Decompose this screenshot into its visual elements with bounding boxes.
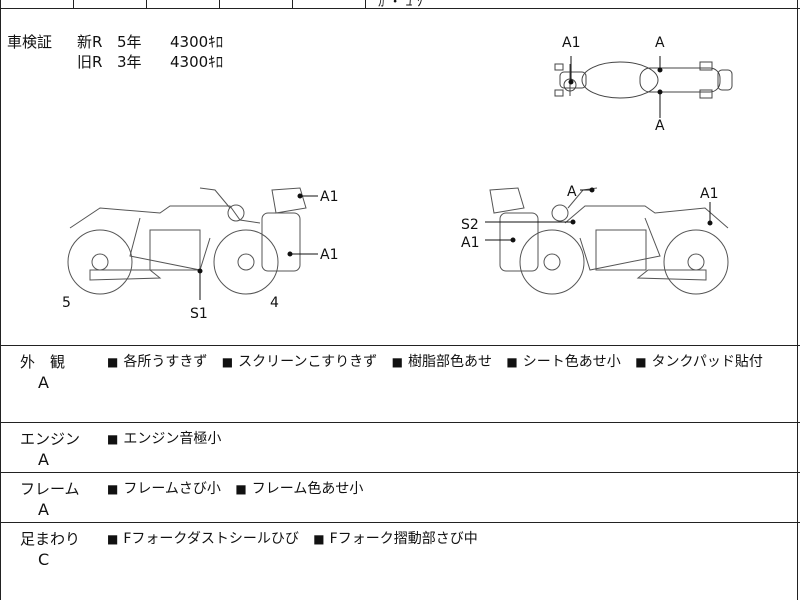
bullet-square-icon: ■ [107,432,119,446]
cert-type: 新R [77,33,103,51]
bullet-square-icon: ■ [391,355,403,369]
strip-cell [219,0,293,8]
section-items: ■ エンジン音極小 [107,428,231,448]
strip-cell [73,0,147,8]
motorcycle-diagram: A1 A A A1 A1 5 4 S1 [62,35,733,322]
bullet-square-icon: ■ [221,355,234,369]
left-side-motorcycle-icon [67,187,307,295]
left-4-label: 4 [270,295,279,311]
left-s1-label: S1 [190,306,208,322]
left-view-leaders [197,193,318,300]
strip-cell [292,0,366,8]
list-item: フレームさび小 [123,481,221,497]
section-grade: C [38,550,50,569]
list-item: タンクパッド貼付 [651,354,763,370]
list-item: 樹脂部色あせ [407,354,492,370]
section-items: ■ フレームさび小 ■ フレーム色あせ小 [107,478,373,498]
section-items: ■ 各所うすきず ■ スクリーンこすりきず ■ 樹脂部色あせ ■ シート色あせ小 ■ タン… [107,351,773,371]
top-a-lower-label: A [655,118,665,134]
section-grade: A [38,373,49,392]
bullet-square-icon: ■ [235,482,247,496]
section-title: エンジン [20,430,81,448]
section-frame: フレーム A ■ フレームさび小 ■ フレーム色あせ小 [0,472,800,523]
left-a1-upper-label: A1 [320,189,338,205]
bullet-square-icon: ■ [107,355,119,369]
bullet-square-icon: ■ [313,532,325,546]
cert-price: 4300ｷﾛ [170,33,224,51]
top-a1-label: A1 [562,35,580,51]
list-item: スクリーンこすりきず [238,354,378,370]
list-item: フレーム色あせ小 [251,481,364,497]
bullet-square-icon: ■ [506,355,518,369]
right-view-leaders [485,187,713,243]
strip-cell [146,0,220,8]
section-title: フレーム [20,480,80,498]
inspection-diagram-panel: 車検証 新R 5年 4300ｷﾛ 旧R 3年 4300ｷﾛ [0,8,800,346]
list-item: 各所うすきず [123,354,208,370]
right-a1-left-label: A1 [461,235,479,251]
top-a-upper-label: A [655,35,665,51]
section-title: 外 観 [20,353,66,371]
cert-price: 4300ｷﾛ [170,53,224,71]
top-fragment-text: ｶ ・ ﾕ ｿ [378,0,423,10]
list-item: Fフォーク摺動部さび中 [329,531,478,547]
list-item: Fフォークダストシールひび [123,531,299,547]
right-a1-label: A1 [700,186,718,202]
bullet-square-icon: ■ [107,532,119,546]
strip-cell [0,0,74,8]
list-item: シート色あせ小 [522,354,621,370]
left-5-label: 5 [62,295,71,311]
section-suspension: 足まわり C ■ Fフォークダストシールひび ■ Fフォーク摺動部さび中 [0,522,800,600]
section-grade: A [38,450,49,469]
right-a-label: A [567,184,577,200]
left-a1-lower-label: A1 [320,247,338,263]
top-view-leaders [568,56,663,118]
bullet-square-icon: ■ [635,355,647,369]
cert-label: 車検証 [7,33,53,51]
bullet-square-icon: ■ [107,482,119,496]
cert-term: 5年 [117,33,142,51]
right-s2-label: S2 [461,217,479,233]
section-items: ■ Fフォークダストシールひび ■ Fフォーク摺動部さび中 [107,528,488,548]
top-strip: ｶ ・ ﾕ ｿ [0,0,800,10]
right-side-motorcycle-icon [489,187,729,295]
section-title: 足まわり [20,530,81,548]
list-item: エンジン音極小 [123,431,222,447]
cert-row-old: 旧R 3年 4300ｷﾛ [7,52,247,72]
section-exterior: 外 観 A ■ 各所うすきず ■ スクリーンこすりきず ■ 樹脂部色あせ ■ シート色あ… [0,345,800,423]
cert-row-new: 車検証 新R 5年 4300ｷﾛ [7,32,247,52]
cert-term: 3年 [117,53,142,71]
section-grade: A [38,500,49,519]
top-view-motorcycle-icon [554,61,733,99]
cert-type: 旧R [77,53,103,71]
section-engine: エンジン A ■ エンジン音極小 [0,422,800,473]
